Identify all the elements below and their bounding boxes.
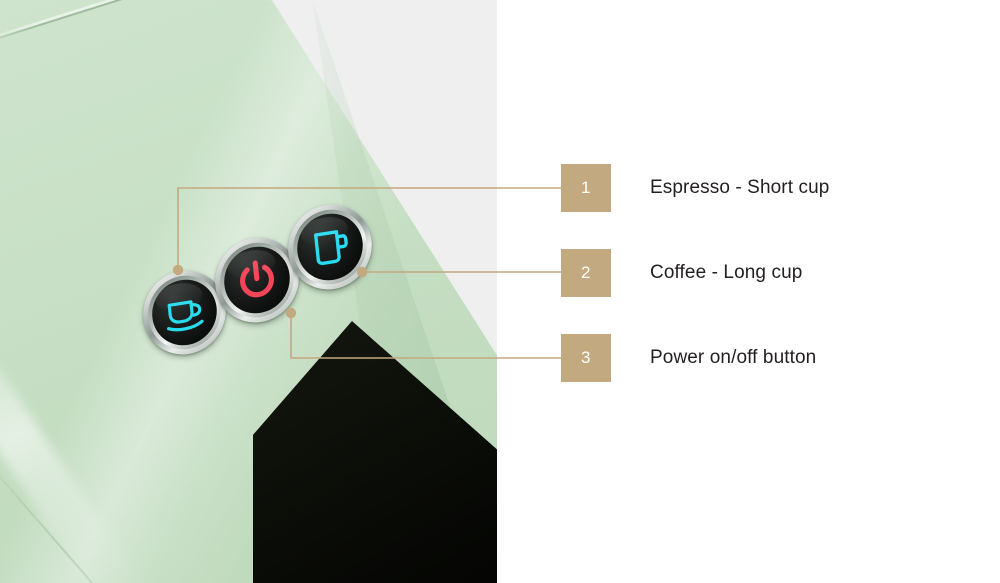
callout-badge-2: 2 (561, 249, 611, 297)
callout-badge-1: 1 (561, 164, 611, 212)
callout-row-1: 1 Espresso - Short cup (561, 164, 829, 212)
callout-label-2: Coffee - Long cup (650, 262, 803, 283)
button-face (148, 275, 221, 350)
power-icon (240, 260, 274, 298)
callout-badge-3: 3 (561, 334, 611, 382)
long-cup-icon (314, 230, 348, 266)
callout-row-2: 2 Coffee - Long cup (561, 249, 802, 297)
product-photo (0, 0, 497, 583)
espresso-short-cup-button[interactable] (139, 264, 230, 361)
callout-label-1: Espresso - Short cup (650, 177, 830, 198)
callout-label-3: Power on/off button (650, 347, 817, 368)
espresso-cup-icon (166, 299, 204, 331)
callout-row-3: 3 Power on/off button (561, 334, 816, 382)
